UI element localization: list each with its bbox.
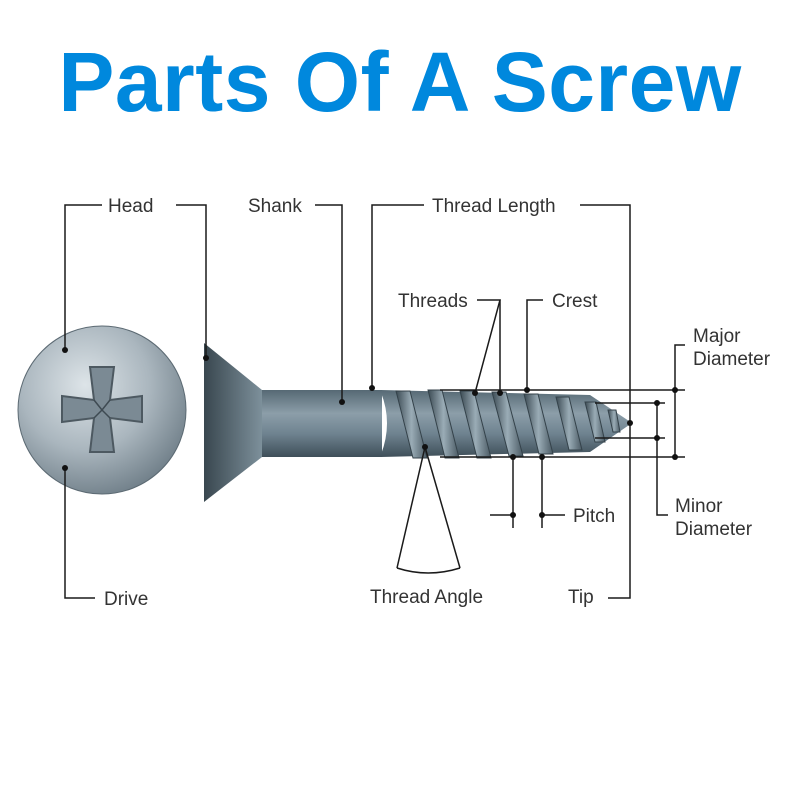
label-major-diameter-line1: Major: [693, 326, 741, 347]
countersunk-head: [204, 343, 262, 502]
label-thread-angle: Thread Angle: [370, 587, 483, 608]
label-minor-diameter-line1: Minor: [675, 496, 723, 517]
label-crest: Crest: [552, 291, 598, 312]
screw-head-top-view: [17, 325, 187, 495]
screw-side-view: [204, 343, 632, 502]
shank-body: [262, 390, 382, 457]
label-head: Head: [108, 196, 153, 217]
label-shank: Shank: [248, 196, 302, 217]
label-major-diameter-line2: Diameter: [693, 349, 771, 370]
label-drive: Drive: [104, 589, 148, 610]
labels: Head Shank Thread Length Threads Crest M…: [104, 196, 771, 610]
label-pitch: Pitch: [573, 506, 615, 527]
label-thread-length: Thread Length: [432, 196, 556, 217]
page-title: Parts Of A Screw: [58, 35, 742, 129]
screw-threads: [395, 389, 621, 459]
label-minor-diameter-line2: Diameter: [675, 519, 753, 540]
marker-dots: [62, 347, 678, 518]
label-threads: Threads: [398, 291, 468, 312]
label-tip: Tip: [568, 587, 594, 608]
